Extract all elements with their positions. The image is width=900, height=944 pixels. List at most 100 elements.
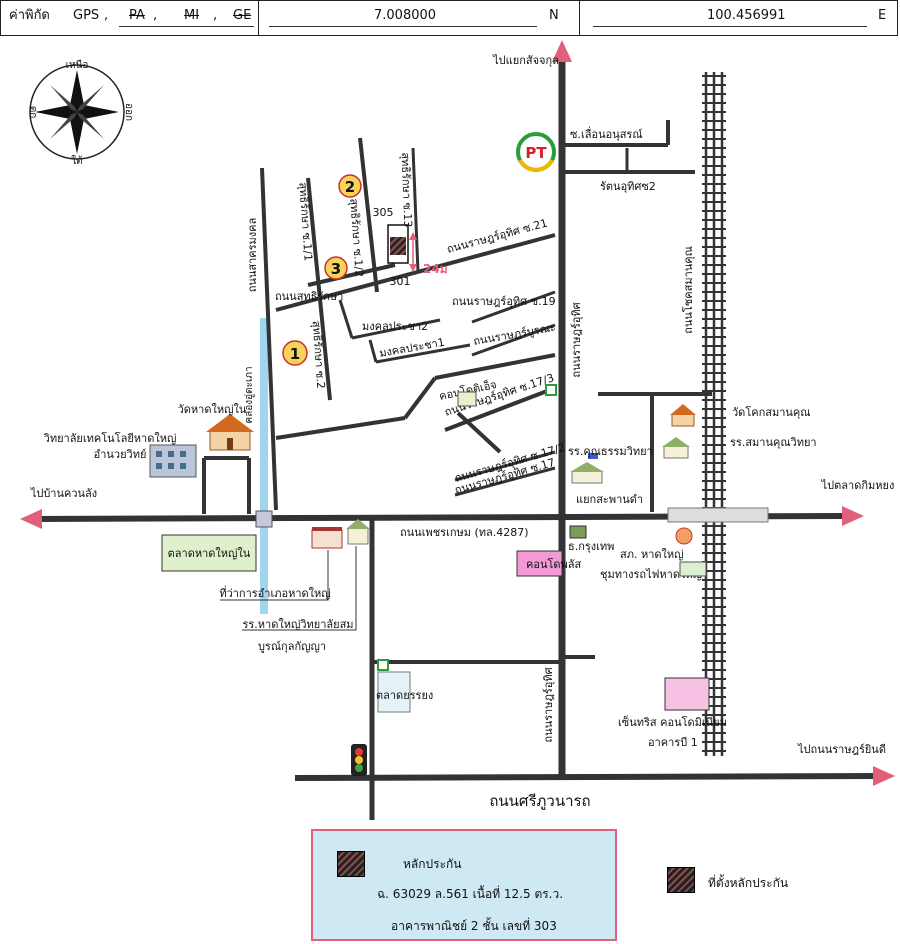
bangkok-bank-label: ธ.กรุงเทพ (568, 540, 614, 553)
road-ratuthit-lower-label: ถนนราษฎร์อุทิศ (542, 667, 555, 742)
compass-needle-se (77, 112, 104, 139)
wat-khok-label: วัดโคกสมานคุณ (732, 405, 810, 419)
road-sutthiraksa-13-label: สุทธิรักษา ซ.13 (399, 152, 415, 228)
road-ratuthit-21 (275, 233, 556, 312)
compass-needle-south (70, 112, 84, 154)
gps-divider-1 (258, 1, 259, 35)
road-sriphuwanat (294, 773, 886, 781)
marker-1 (282, 340, 308, 366)
gps-sep-2: , (153, 8, 158, 23)
road-sutthiraksa-1-2 (358, 137, 379, 293)
marker-2 (338, 174, 362, 198)
road-mongkhon-2-label: มงคลประชา2 (362, 320, 428, 333)
gps-divider-2 (579, 1, 580, 35)
compass-needle-north (70, 70, 84, 112)
market-errong-store-icon (377, 659, 389, 671)
college-window-1 (156, 451, 162, 457)
direction-north-label: ไปแยกสัจจกุล (492, 54, 559, 67)
distance-arrow-up-icon (409, 232, 417, 240)
school-icon (346, 519, 370, 545)
college-window-6 (180, 463, 186, 469)
compass-east-label: ออก (123, 103, 134, 121)
khunatham-school-roof (570, 462, 604, 472)
road-sutthiraksa (307, 263, 396, 287)
road-north-link (434, 353, 556, 380)
market-hatyai-nai-box (161, 534, 257, 572)
school-label-line1: รร.หาดใหญ่วิทยาลัยสม (242, 618, 353, 631)
compass-needle-east (77, 105, 119, 119)
compass-needle-nw (50, 85, 77, 112)
railway-overpass (667, 507, 769, 523)
compass-south-label: ใต้ (71, 155, 82, 167)
collateral-block-outline (387, 224, 409, 264)
wat-khok-body (671, 413, 695, 427)
direction-arrows (20, 40, 895, 786)
arrow-southeast-icon (873, 766, 895, 786)
compass-west-label: ตก (27, 106, 38, 119)
marker-2-label: 2 (345, 178, 355, 196)
college-window-4 (156, 463, 162, 469)
distance-label: 24ม (423, 262, 448, 276)
road-mongkhon-2 (351, 318, 441, 340)
road-ratuthit-2-label: รัตนอุทิศซ2 (600, 180, 656, 193)
railway-junction-label: ชุมทางรถไฟหาดใหญ่ (600, 568, 702, 581)
police-icon (675, 527, 693, 545)
centrist-label-line1: เซ็นทริส คอนโดมิเนียม (618, 715, 727, 729)
district-office-body (311, 529, 343, 549)
compass-north-label: เหนือ (66, 59, 89, 71)
legend-building: อาคารพาณิชย์ 2 ชั้น เลขที่ 303 (391, 919, 557, 933)
road-ratuthit-17 (454, 466, 556, 497)
road-sutthiraksa-1-1-label: สุทธิรักษา ซ.1/1 (296, 182, 314, 262)
temple-icon (206, 414, 254, 451)
road-ratburana (471, 323, 556, 357)
condo-plus-box (516, 550, 563, 577)
direction-west-label: ไปบ้านควนลัง (30, 487, 97, 500)
gps-longitude: 100.456991 (707, 8, 786, 23)
unit-305-label: 305 (373, 206, 394, 219)
landmarks: วัดหาดใหญ่ใน วิทยาลัยเทคโนโลยีหาดใหญ่ อำ… (43, 384, 817, 776)
legend-collateral-label: หลักประกัน (403, 857, 462, 871)
road-sriphuwanat-label: ถนนศรีภูวนารถ (489, 792, 590, 810)
school-leader (242, 546, 357, 631)
road-chok-samankhun-label: ถนนโชคสมานคุณ (681, 246, 695, 334)
school-label-line2: บูรณ์กุลกัญญา (258, 640, 326, 653)
compass-needle-sw (50, 112, 77, 139)
centrist-condo-box (664, 677, 710, 711)
marker-1-label: 1 (290, 345, 300, 363)
road-west-link (275, 416, 406, 440)
road-ratuthit-vertical-label: ถนนราษฎร์อุทิศ (570, 302, 583, 377)
gps-type-mi: MI (184, 8, 200, 23)
district-office-roof (312, 527, 342, 531)
samankhun-school-roof (662, 437, 690, 447)
khunatham-school-icon (570, 462, 604, 484)
gps-type-ge: GE (233, 8, 252, 23)
district-office-icon (311, 527, 343, 549)
khunatham-school-label: รร.คุณธรรมวิทยา (568, 445, 653, 458)
traffic-light-red (355, 748, 363, 756)
numbered-markers: 2 3 1 (282, 174, 362, 366)
samankhun-school-label: รร.สมานคุณวิทยา (730, 436, 817, 449)
gps-lng-dir: E (878, 8, 887, 23)
railway-station-icon (679, 561, 707, 577)
wat-khok-icon (670, 404, 696, 427)
collateral-building: 305 301 24ม (373, 206, 448, 288)
road-sakhon-mongkhon (260, 167, 278, 511)
road-sutthiraksa-2 (306, 177, 332, 401)
arrow-east-icon (842, 506, 864, 526)
condo-plus-label: คอนโดพลัส (526, 557, 582, 571)
canal-bridge (255, 510, 273, 528)
college-building-body (149, 444, 197, 478)
road-mongkhon-1 (375, 343, 471, 364)
collateral-block-hatch (390, 237, 406, 255)
market-hatyai-nai-label: ตลาดหาดใหญ่ใน (168, 547, 251, 560)
road-ratuthit-17-3 (444, 386, 556, 432)
distance-arrow-down-icon (409, 264, 417, 272)
college-label-line1: วิทยาลัยเทคโนโลยีหาดใหญ่ (43, 431, 177, 445)
road-mongkhon-2-stub (338, 299, 354, 339)
gps-type-underline (119, 26, 254, 27)
compass-needle-west (35, 105, 77, 119)
saphan-dam-label: แยกสะพานดำ (576, 493, 643, 506)
compass-rose: เหนือ ใต้ ออก ตก (27, 59, 134, 167)
gps-latitude: 7.008000 (374, 8, 437, 23)
gps-lat-underline (269, 26, 537, 27)
